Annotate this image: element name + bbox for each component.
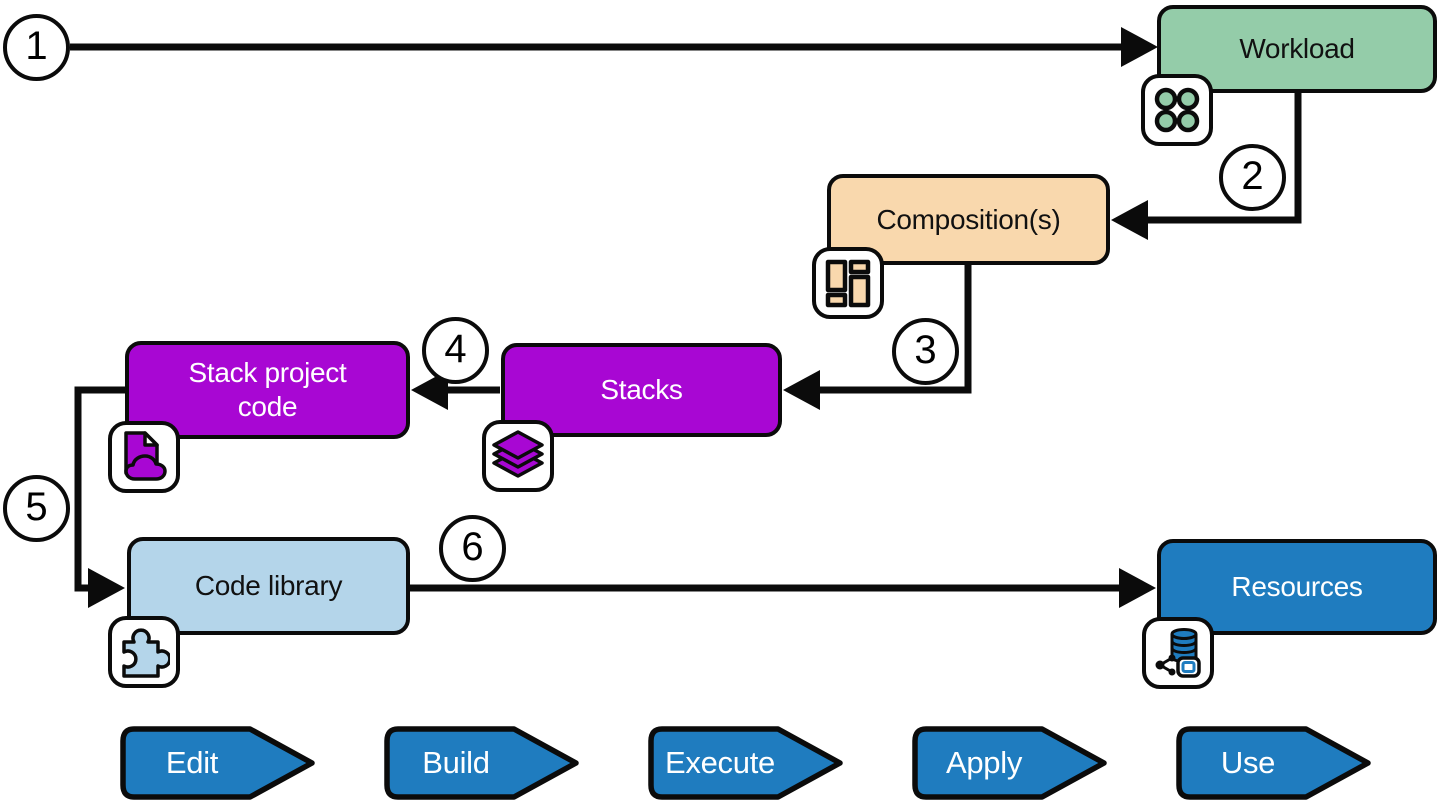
step-3-badge: 3 bbox=[892, 318, 959, 385]
arrow-3-head bbox=[783, 370, 820, 410]
action-execute: Execute bbox=[646, 724, 846, 802]
node-stacks-label: Stacks bbox=[600, 374, 683, 406]
action-build-shape bbox=[384, 726, 579, 800]
layout-blocks-icon bbox=[812, 247, 884, 319]
step-5-badge: 5 bbox=[3, 475, 70, 542]
step-5-number: 5 bbox=[25, 485, 48, 529]
step-1-badge: 1 bbox=[3, 14, 70, 81]
step-6-number: 6 bbox=[461, 525, 484, 569]
step-3-number: 3 bbox=[914, 328, 937, 372]
node-code-library: Code library bbox=[127, 537, 410, 635]
step-4-badge: 4 bbox=[422, 317, 489, 384]
action-edit-shape bbox=[120, 726, 315, 800]
node-stacks: Stacks bbox=[501, 343, 782, 437]
layers-icon bbox=[482, 420, 554, 492]
arrow-1-head bbox=[1121, 27, 1158, 67]
node-stack-project-code-label: Stack project code bbox=[188, 357, 347, 422]
node-resources-label: Resources bbox=[1231, 571, 1363, 603]
node-code-library-label: Code library bbox=[194, 570, 343, 602]
node-stack-project-code: Stack project code bbox=[125, 341, 410, 439]
action-edit-label: Edit bbox=[165, 745, 219, 780]
action-execute-shape bbox=[648, 726, 843, 800]
arrow-3-line bbox=[820, 262, 972, 394]
action-edit: Edit bbox=[118, 724, 318, 802]
step-1-number: 1 bbox=[25, 24, 48, 68]
step-2-number: 2 bbox=[1241, 154, 1264, 198]
arrow-5-line bbox=[74, 386, 128, 592]
node-compositions-label: Composition(s) bbox=[876, 203, 1061, 235]
action-apply-label: Apply bbox=[945, 745, 1023, 780]
app-grid-icon bbox=[1141, 74, 1213, 146]
arrow-5-head bbox=[88, 568, 125, 608]
action-use-shape bbox=[1176, 726, 1371, 800]
arrow-2-line bbox=[1148, 92, 1302, 224]
arrow-6-head bbox=[1119, 568, 1156, 608]
action-apply: Apply bbox=[910, 724, 1110, 802]
arrow-2-head bbox=[1111, 200, 1148, 240]
action-use-label: Use bbox=[1220, 745, 1276, 780]
action-use: Use bbox=[1174, 724, 1374, 802]
puzzle-piece-icon bbox=[108, 616, 180, 688]
action-build-label: Build bbox=[422, 745, 490, 780]
node-workload-label: Workload bbox=[1239, 33, 1355, 65]
action-apply-shape bbox=[912, 726, 1107, 800]
action-build: Build bbox=[382, 724, 582, 802]
code-file-cloud-icon bbox=[108, 421, 180, 493]
action-execute-label: Execute bbox=[665, 745, 775, 780]
step-2-badge: 2 bbox=[1219, 144, 1286, 211]
step-6-badge: 6 bbox=[439, 515, 506, 582]
infrastructure-resources-icon bbox=[1142, 617, 1214, 689]
step-4-number: 4 bbox=[444, 327, 467, 371]
